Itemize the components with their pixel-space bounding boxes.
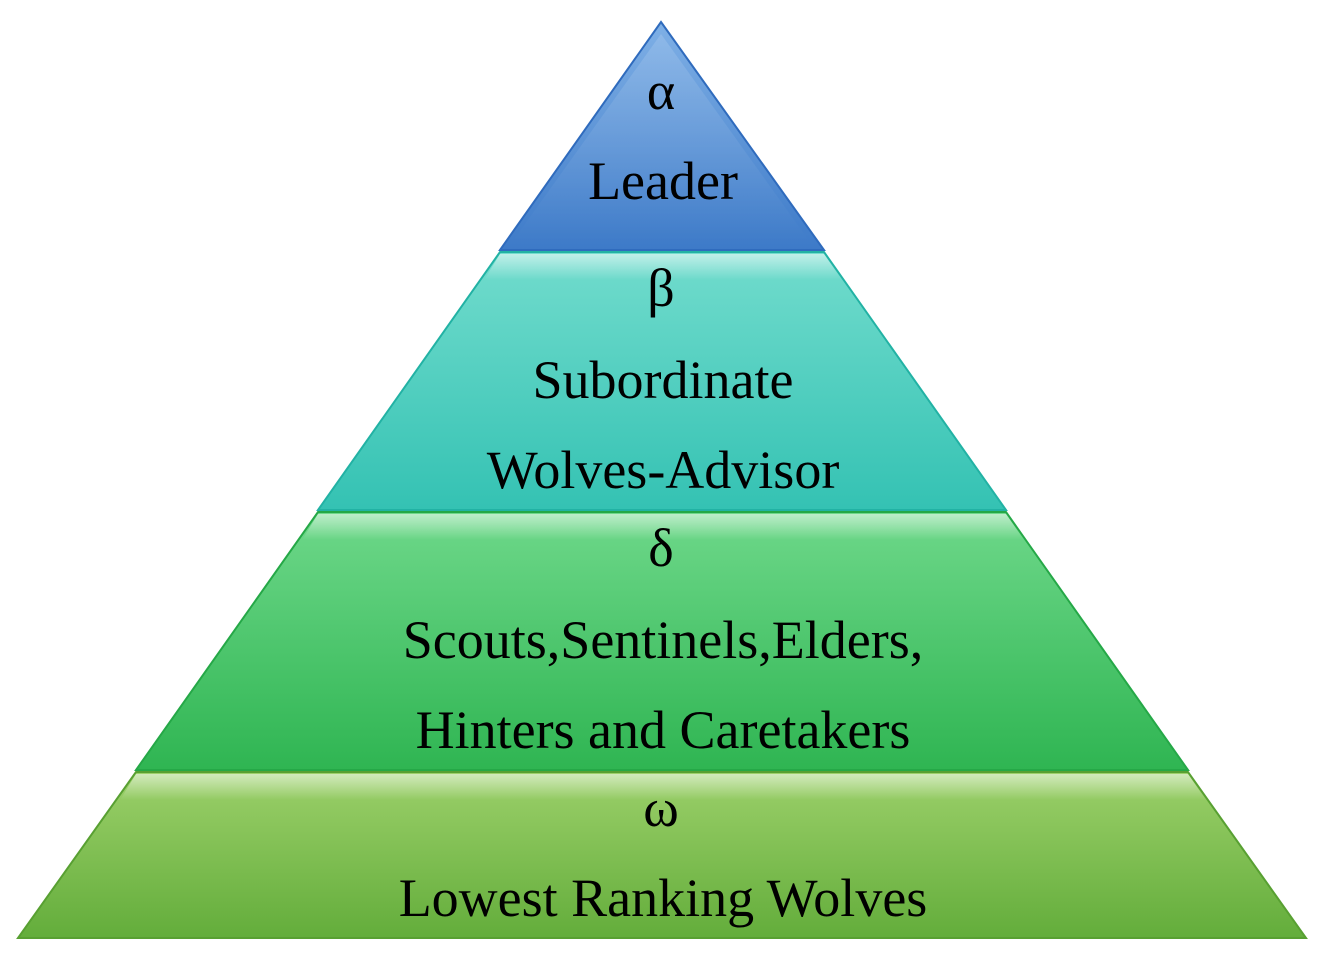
tier-alpha-symbol: α — [647, 61, 675, 121]
tier-omega-bevel — [120, 774, 1206, 800]
tier-alpha-highlight — [510, 34, 812, 245]
tier-delta: δ Scouts,Sentinels,Elders, Hinters and C… — [134, 511, 1190, 771]
tier-delta-label-line-2: Hinters and Caretakers — [416, 700, 911, 760]
tier-delta-shape — [134, 511, 1190, 771]
tier-beta: β Subordinate Wolves-Advisor — [316, 251, 1008, 511]
tier-delta-bevel — [302, 514, 1024, 540]
tier-omega-label: Lowest Ranking Wolves — [399, 868, 928, 928]
tier-beta-bevel — [484, 254, 842, 280]
tier-beta-shape — [316, 251, 1008, 511]
tier-delta-symbol: δ — [648, 518, 673, 578]
tier-beta-label-line-1: Subordinate — [533, 350, 794, 410]
tier-omega-symbol: ω — [643, 778, 679, 838]
tier-delta-label-line-1: Scouts,Sentinels,Elders, — [403, 610, 923, 670]
tier-omega: ω Lowest Ranking Wolves — [16, 771, 1308, 939]
tier-beta-symbol: β — [647, 258, 674, 318]
tier-alpha: α Leader — [498, 20, 826, 251]
tier-omega-shape — [16, 771, 1308, 939]
tier-alpha-label: Leader — [588, 151, 738, 211]
tier-beta-label-line-2: Wolves-Advisor — [487, 440, 840, 500]
